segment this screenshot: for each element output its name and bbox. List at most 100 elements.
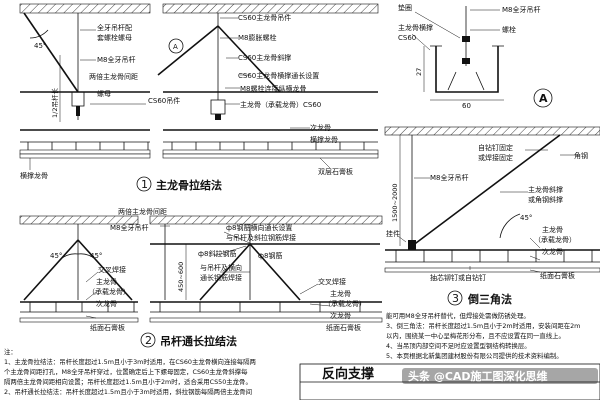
- label-sub-keel-1: 次龙骨: [310, 123, 331, 132]
- detail-a-27-label: 27: [415, 68, 423, 76]
- d2-sub-keel-label: 次龙骨: [96, 299, 117, 308]
- detail-3-self-drill-label: 自钻钉固定: [478, 143, 513, 152]
- d2-main-keel-label-2: 主龙骨: [330, 289, 351, 298]
- detail-3-rod-label: M8全牙吊杆: [430, 173, 469, 182]
- d2-bearing-label: （承载龙骨）: [88, 287, 130, 296]
- slab-hatch-2a: [19, 215, 139, 225]
- detail-3-brace-label: 主龙骨斜撑: [528, 185, 563, 194]
- detail-2-rod-through-tie: 45° 45° 450~600: [19, 207, 383, 348]
- detail-2-number: 2: [145, 334, 152, 347]
- d2-welded-label: 与吊杆及斜拉钢筋焊接: [226, 233, 296, 242]
- label-rod-with-nut: 全牙吊杆配: [97, 23, 132, 32]
- detail-3-main-keel-label: 主龙骨: [542, 225, 563, 234]
- detail-1-main-keel-tie: 45° 1/2吊杆长 A: [19, 3, 379, 192]
- leaders-detail-1: [29, 17, 331, 170]
- detail-3-ticks: [395, 250, 593, 262]
- half-rod-length-label: 1/2吊杆长: [50, 88, 59, 118]
- detail-1-number-circle: [136, 176, 152, 192]
- detail-3-dim-label: 1500~2000: [391, 183, 399, 222]
- detail-3-hanger: [408, 240, 416, 250]
- label-m8-expansion: M8膨胀螺栓: [238, 33, 277, 42]
- label-cs60-through: CS60主龙骨横撑通长设置: [238, 71, 319, 80]
- detail-3-gypsum: [384, 267, 600, 273]
- gypsum-left-2: [19, 153, 151, 159]
- hanger-block: [71, 91, 85, 107]
- detail-a-60-label: 60: [462, 102, 471, 110]
- detail-3-angle-brace-label: 或角钢斜撑: [528, 195, 563, 204]
- detail-3-rivet-label: 抽芯铆钉或自钻钉: [430, 273, 486, 282]
- detail-a-connection: 60 27 垫圈 M8全牙吊杆 主龙骨横撑 CS60 螺栓 A: [398, 3, 553, 110]
- label-bolt-nut: 套螺栓螺母: [97, 33, 132, 42]
- nut-block: [76, 106, 80, 116]
- watermark-text: 头条 @CAD施工图深化思维: [408, 369, 548, 383]
- slab-hatch-2b: [149, 215, 383, 225]
- label-cs60-main-hanger: CS60主龙骨吊件: [238, 13, 291, 22]
- label-nut: 螺母: [97, 89, 111, 98]
- d2-ticks: [29, 302, 361, 312]
- d2-through-weld-label: 通长钢筋焊接: [200, 273, 242, 282]
- label-cross-keel-left: 横撑龙骨: [20, 171, 48, 180]
- note-right-4: 5、本页根据北新集团建材股份有限公司提供的技术资料编制。: [386, 351, 563, 360]
- note-right-0: 能可用M8全牙吊杆替代，但焊接处需做防锈处理。: [386, 311, 530, 320]
- detail-3-hanger-label: 挂件: [386, 229, 400, 238]
- d2-two-spacing-label: 两倍主龙骨间距: [118, 207, 167, 216]
- note-left-0: 注：: [4, 347, 17, 356]
- detail-1-number: 1: [141, 178, 148, 191]
- keel-ticks: [27, 142, 365, 150]
- detail-3-gypsum-label: 纸面石膏板: [540, 271, 575, 280]
- brace-left: [23, 12, 79, 93]
- detail-a-rod-label: M8全牙吊杆: [502, 5, 541, 14]
- gypsum-left: [19, 149, 151, 155]
- d2-diag-1: [23, 239, 79, 301]
- detail-a-callout-circle: [533, 88, 553, 108]
- d2-angle-arc-2: [77, 253, 99, 263]
- label-cross-keel: 横撑龙骨: [310, 135, 338, 144]
- leaders-detail-a: [411, 9, 500, 51]
- hanger-block-right: [210, 99, 226, 115]
- d2-sub-keel-label-2: 次龙骨: [330, 311, 351, 320]
- detail-a-nut-top: [462, 36, 470, 42]
- label-m8-connect: M8螺栓连接纵横龙骨: [240, 84, 307, 93]
- label-cs60-hanger: CS60吊件: [148, 96, 180, 105]
- slab-hatch-right: [162, 3, 379, 14]
- note-left-4: 2、吊杆通长拉结法：吊杆长度超过1.5m且小于3m时适用，斜拉钢筋每隔两倍主龙骨…: [4, 387, 252, 396]
- detail-a-nut-bottom: [462, 58, 470, 64]
- d2-rebar-label: ф8钢筋: [258, 251, 282, 260]
- detail-a-channel: [435, 46, 499, 93]
- d2-angle-arc-1: [57, 253, 79, 263]
- d2-diag-rebar-label: ф8斜拉钢筋: [198, 249, 236, 258]
- callout-a-circle: [168, 38, 184, 54]
- notes-right: 能可用M8全牙吊杆替代，但焊接处需做防锈处理。 3、倒三角法：吊杆长度超过1.5…: [386, 311, 580, 360]
- slab-hatch-3: [384, 126, 600, 136]
- gypsum-right: [162, 149, 379, 155]
- note-right-3: 4、当吊顶内部空间不足时应设置型钢结构转换层。: [386, 341, 531, 350]
- d2-cross-weld-label: 交叉焊接: [98, 265, 126, 274]
- d2-diag-4: [249, 243, 301, 301]
- detail-3-angle-steel-label: 角钢: [574, 151, 588, 160]
- d2-angle-label-2: 45°: [90, 252, 102, 260]
- note-right-1: 3、倒三角法：吊杆长度超过1.5m且小于2m时适用，安装间距在2m: [386, 321, 580, 330]
- gypsum-right-2: [162, 153, 379, 159]
- leaders-detail-3: [397, 149, 575, 273]
- d2-m8-rod-label: M8全牙吊杆: [110, 223, 149, 232]
- detail-3-sub-keel-label: 次龙骨: [542, 247, 563, 256]
- label-cs60-brace: CS60主龙骨斜撑: [238, 53, 291, 62]
- d2-gypsum-a: [19, 317, 139, 323]
- note-left-3: 隔两倍主龙骨间距相向设置；吊杆长度超过1.5m且小于2m时，适合采用CS50主龙…: [4, 377, 252, 386]
- detail-3-title: 倒三角法: [467, 292, 512, 306]
- d2-dim-label: 450~600: [177, 262, 185, 292]
- detail-3-number-circle: [447, 290, 463, 306]
- d2-angle-label-1: 45°: [50, 252, 62, 260]
- detail-3-inverted-triangle: 45° 1500~2000 自钻钉固定 或焊接固定 角钢 M8全牙: [384, 126, 600, 306]
- detail-a-brace-label: 主龙骨横撑: [398, 23, 433, 32]
- brace-right-b: [217, 25, 281, 93]
- d2-cross-weld-label-2: 交叉焊接: [318, 277, 346, 286]
- leaders-detail-2: [85, 225, 331, 319]
- detail-2-number-circle: [140, 332, 156, 348]
- detail-3-number: 3: [452, 292, 459, 305]
- detail-3-bearing-label: （承载龙骨）: [534, 235, 576, 244]
- d2-gypsum-label: 纸面石膏板: [90, 323, 125, 332]
- angle-label-1: 45°: [34, 42, 46, 50]
- detail-a-callout-label: A: [539, 92, 548, 105]
- d2-gypsum-b: [149, 317, 383, 323]
